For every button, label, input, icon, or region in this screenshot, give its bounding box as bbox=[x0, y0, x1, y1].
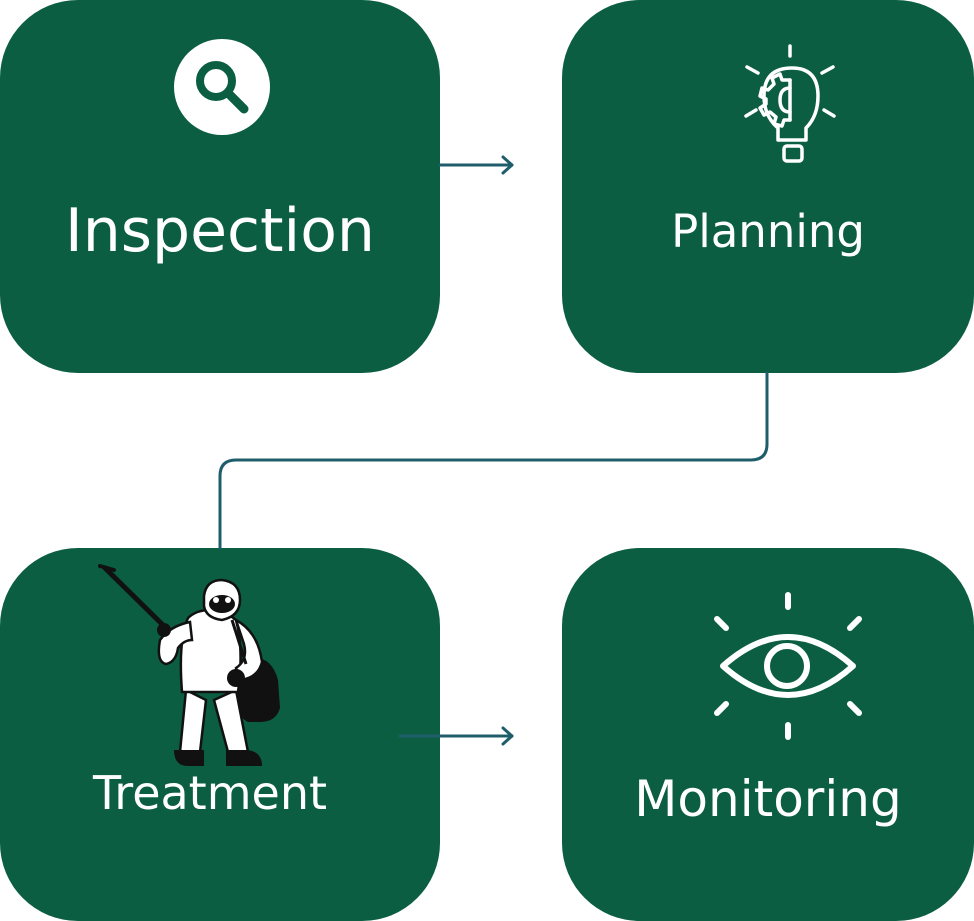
inspection-label: Inspection bbox=[65, 196, 375, 266]
treatment-label: Treatment bbox=[92, 766, 328, 820]
monitoring-card bbox=[562, 548, 974, 921]
monitoring-label: Monitoring bbox=[634, 770, 902, 828]
planning-label: Planning bbox=[671, 205, 865, 258]
planning-card bbox=[562, 0, 974, 373]
